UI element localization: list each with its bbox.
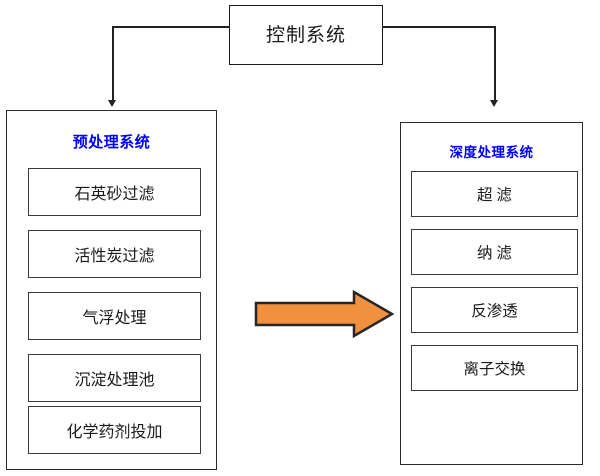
pretreatment-item-1[interactable]: 石英砂过滤 [28,168,201,216]
pretreatment-item-2[interactable]: 活性炭过滤 [28,230,201,278]
pretreatment-item-1-label: 石英砂过滤 [74,186,155,203]
pretreatment-system-panel[interactable]: 预处理系统 石英砂过滤 活性炭过滤 气浮处理 沉淀处理池 化学药剂投加 [6,110,217,470]
pretreatment-item-3-label: 气浮处理 [82,310,147,327]
advanced-treatment-system-title: 深度处理系统 [449,145,534,160]
advanced-item-3[interactable]: 反渗透 [411,287,578,333]
pretreatment-item-3[interactable]: 气浮处理 [28,292,201,340]
connector-right-vertical [494,26,496,101]
advanced-item-4[interactable]: 离子交换 [411,345,578,391]
control-system-label: 控制系统 [265,24,346,46]
pretreatment-item-4-label: 沉淀处理池 [74,372,155,389]
pretreatment-item-5-label: 化学药剂投加 [66,424,163,441]
advanced-item-2[interactable]: 纳 滤 [411,229,578,275]
pretreatment-system-title: 预处理系统 [72,135,151,151]
pretreatment-item-2-label: 活性炭过滤 [74,248,155,265]
arrowhead-left-icon [108,100,116,107]
advanced-treatment-system-panel[interactable]: 深度处理系统 超 滤 纳 滤 反渗透 离子交换 [400,122,583,465]
advanced-item-3-label: 反渗透 [471,303,518,320]
connector-right-horizontal [382,26,496,28]
connector-left-horizontal [112,26,230,28]
process-flow-arrow-icon [254,289,395,339]
advanced-item-2-label: 纳 滤 [477,245,512,262]
advanced-item-1[interactable]: 超 滤 [411,171,578,217]
control-system-box[interactable]: 控制系统 [229,5,383,65]
connector-left-vertical [112,26,114,101]
advanced-item-1-label: 超 滤 [477,187,512,204]
pretreatment-item-5[interactable]: 化学药剂投加 [28,406,201,454]
pretreatment-item-4[interactable]: 沉淀处理池 [28,354,201,402]
arrowhead-right-icon [490,100,498,107]
advanced-item-4-label: 离子交换 [463,361,526,378]
